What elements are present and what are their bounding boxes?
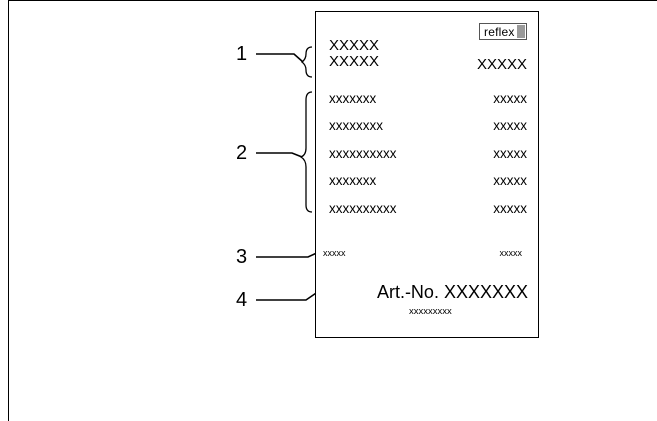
callout-label-1: 1 bbox=[236, 43, 248, 65]
nameplate: reflex XXXXX XXXXX XXXXX xxxxxxx xxxxx x… bbox=[315, 11, 539, 338]
header-line-2-left: XXXXX bbox=[329, 53, 380, 70]
small-right: xxxxx bbox=[499, 248, 523, 258]
callout-line-1 bbox=[256, 53, 304, 63]
article-subtext: xxxxxxxxx bbox=[409, 306, 452, 317]
logo-bar bbox=[517, 25, 525, 38]
small-left: xxxxx bbox=[323, 248, 346, 258]
header-line-2-right: XXXXX bbox=[476, 56, 527, 73]
article-number: Art.-No. XXXXXXX bbox=[376, 282, 528, 302]
callout-line-4 bbox=[256, 288, 323, 301]
callout-label-2: 2 bbox=[236, 142, 248, 164]
figure-frame bbox=[8, 0, 657, 421]
row-1-right: xxxxx bbox=[493, 91, 527, 106]
callout-line-3 bbox=[256, 250, 322, 258]
callout-line-2 bbox=[256, 152, 303, 158]
row-1-left: xxxxxxx bbox=[329, 91, 377, 106]
row-3-left: xxxxxxxxxx bbox=[329, 146, 397, 161]
reflex-logo: reflex bbox=[479, 23, 527, 40]
callout-label-3: 3 bbox=[236, 246, 248, 268]
callout-label-4: 4 bbox=[236, 289, 248, 311]
row-4-right: xxxxx bbox=[493, 173, 527, 188]
row-2-right: xxxxx bbox=[493, 118, 527, 133]
row-3-right: xxxxx bbox=[493, 146, 527, 161]
row-5-right: xxxxx bbox=[493, 201, 527, 216]
header-line-1: XXXXX bbox=[329, 37, 380, 54]
logo-text: reflex bbox=[484, 24, 515, 39]
row-5-left: xxxxxxxxxx bbox=[329, 201, 397, 216]
brace-2 bbox=[299, 91, 313, 213]
row-4-left: xxxxxxx bbox=[329, 173, 377, 188]
row-2-left: xxxxxxxx bbox=[329, 118, 383, 133]
brace-1 bbox=[300, 46, 313, 78]
